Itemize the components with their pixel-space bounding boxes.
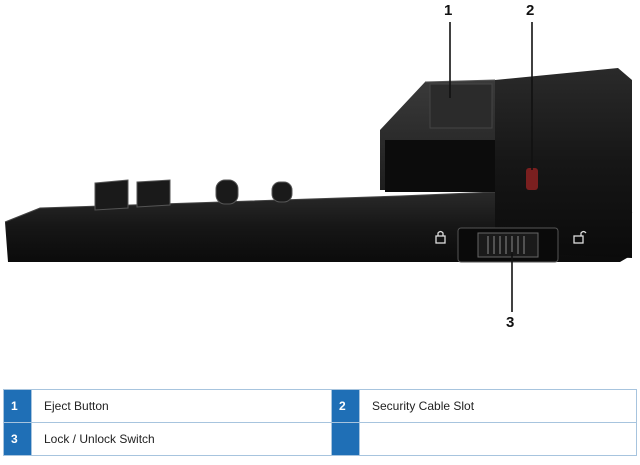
legend-number: 3 [3,422,32,456]
legend-number: 2 [331,389,360,423]
legend-label: Lock / Unlock Switch [31,422,332,456]
lock-switch [457,227,559,263]
legend-row: 3 Lock / Unlock Switch [3,422,637,456]
legend-label: Security Cable Slot [359,389,637,423]
callout-1: 1 [444,2,453,19]
legend-number: 1 [3,389,32,423]
legend-table: 1 Eject Button 2 Security Cable Slot 3 L… [3,389,637,456]
callout-2: 2 [526,2,535,19]
docking-station-diagram [4,22,633,312]
legend-label [359,422,637,456]
callout-leader-lines [449,22,533,312]
legend-row: 1 Eject Button 2 Security Cable Slot [3,389,637,423]
connector-guides [94,179,293,211]
unlock-icon [573,230,587,244]
lock-icon [435,230,446,244]
callout-3: 3 [506,314,515,331]
dock-tower [380,68,632,258]
legend-label: Eject Button [31,389,332,423]
legend-number [331,422,360,456]
eject-button [429,83,493,129]
security-slot [526,168,538,190]
